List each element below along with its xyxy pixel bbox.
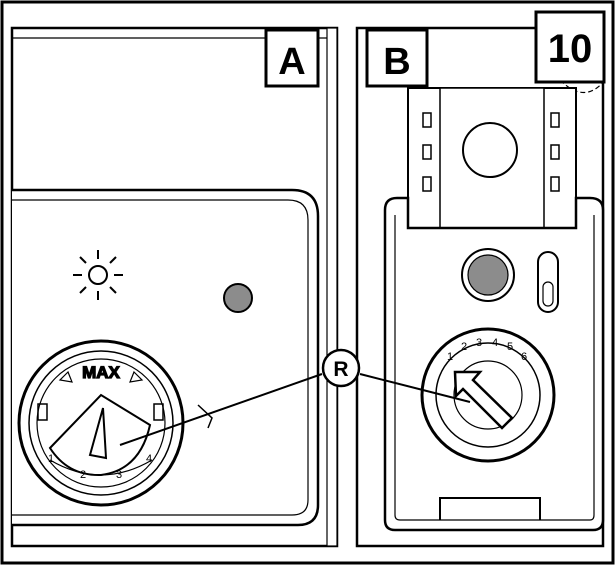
sun-icon: [73, 250, 123, 300]
rinse-aid-dial: MAX 1 2 3 4: [17, 339, 213, 507]
dial-a-number: 2: [80, 469, 86, 481]
svg-text:A: A: [278, 41, 305, 83]
callout-r: R: [119, 348, 471, 446]
page-number-label: 10: [534, 10, 606, 84]
dial-pointer: [88, 407, 108, 460]
dial-a-number: 1: [48, 453, 54, 465]
indicator-light: [467, 254, 509, 296]
svg-text:B: B: [383, 41, 410, 83]
dial-a-number: 3: [116, 469, 122, 481]
dial-b-number: 2: [461, 341, 467, 353]
dial-max-label: MAX: [82, 363, 120, 382]
dial-b-number: 6: [521, 351, 527, 363]
dial-b-number: 5: [507, 341, 513, 353]
callout-label: R: [333, 358, 348, 381]
indicator-light: [223, 283, 253, 313]
label-b: B: [365, 28, 429, 88]
rinse-aid-dial-b: 1 2 3 4 5 6: [420, 327, 556, 463]
dial-b-number: 1: [447, 351, 453, 363]
svg-text:10: 10: [548, 27, 593, 71]
panel-b: 1 2 3 4 5 6 B 10: [355, 10, 606, 548]
dial-arrow: [453, 370, 514, 430]
dial-b-number: 3: [476, 337, 482, 349]
label-a: A: [264, 28, 320, 88]
panel-a: MAX 1 2 3 4 A: [10, 26, 339, 548]
dial-a-number: 4: [146, 453, 152, 465]
dial-b-number: 4: [492, 337, 498, 349]
